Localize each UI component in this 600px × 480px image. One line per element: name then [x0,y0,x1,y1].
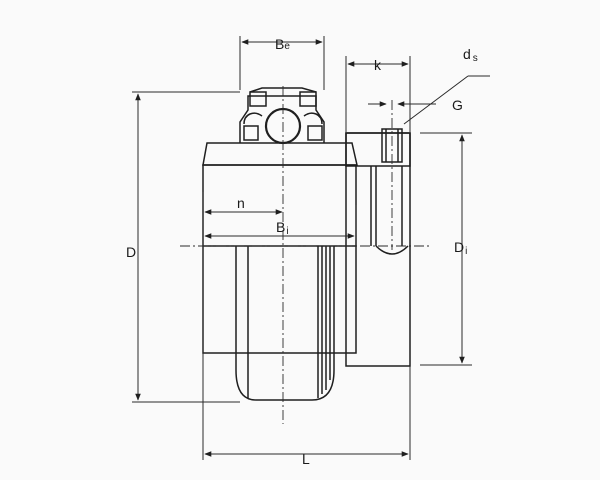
label-n: n [237,195,245,211]
set-screw-collar [345,128,411,367]
label-D: D [126,244,136,260]
leader-ds [403,75,469,125]
label-Bi: Bi [276,219,289,237]
extension-lines [132,36,472,460]
inner-ring [203,245,356,401]
label-L: L [302,451,310,467]
label-Di: Di [454,239,467,257]
ball-and-seals [239,87,325,145]
label-Be: Be [275,36,290,52]
label-k: k [374,57,382,73]
label-G: G [452,97,463,113]
